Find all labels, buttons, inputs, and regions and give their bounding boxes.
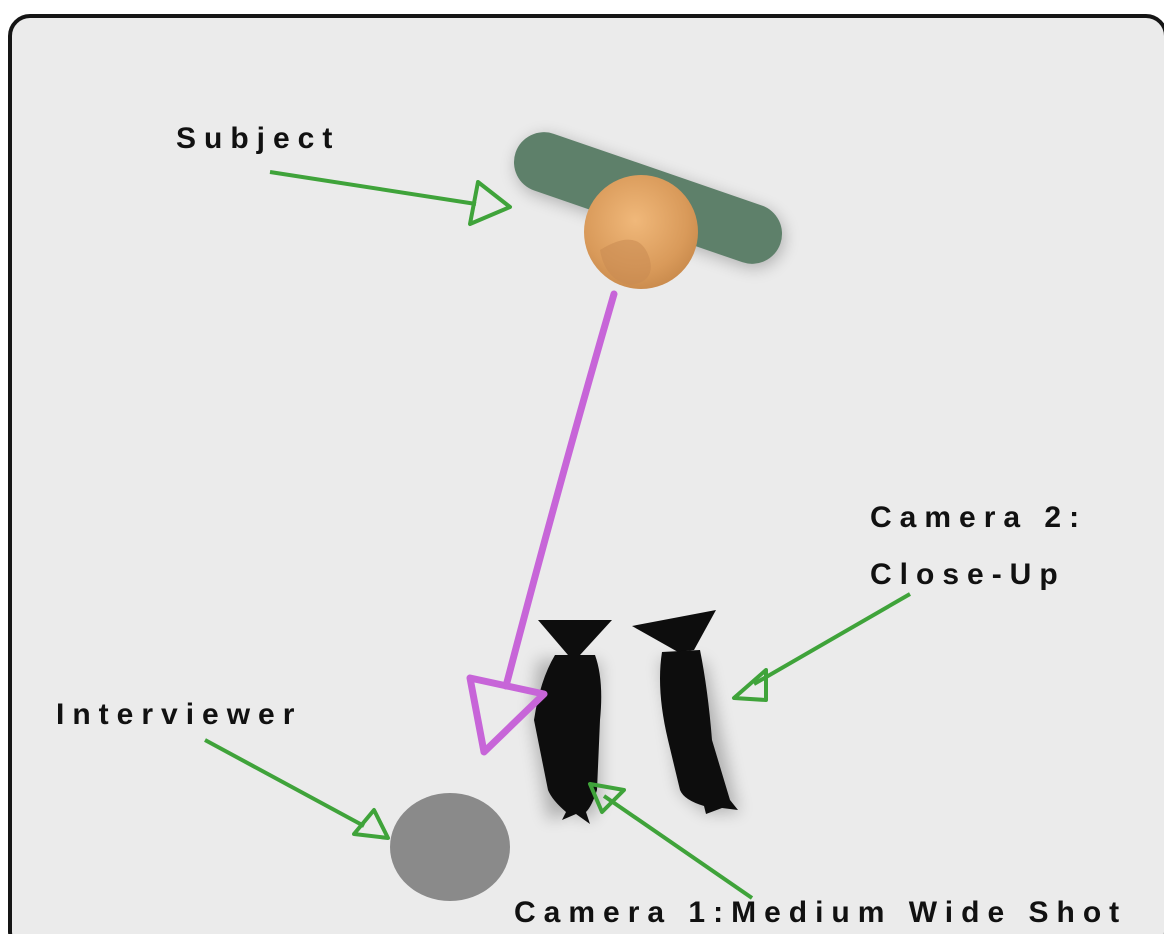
subject-label: Subject [176, 122, 341, 155]
eyeline-arrow [466, 290, 618, 756]
camera-1-body [534, 655, 602, 824]
callout-arrow-camera1 [588, 782, 754, 900]
interviewer-figure [390, 793, 510, 901]
camera-1-label: Camera 1:Medium Wide Shot [514, 896, 1128, 929]
camera-1 [532, 620, 612, 824]
callout-arrow-subject [269, 170, 512, 226]
callout-arrow-subject-shaft [269, 170, 477, 206]
camera-1-lens [538, 620, 612, 655]
camera-2-label-line1: Camera 2: [870, 501, 1088, 534]
subject-figure [513, 132, 785, 289]
camera-2-body [660, 650, 738, 814]
camera-2-lens [632, 610, 716, 652]
callout-arrowhead-camera1 [588, 782, 626, 814]
callout-arrowhead-interviewer [352, 808, 390, 840]
interviewer-label: Interviewer [56, 698, 303, 731]
callout-arrow-camera2-shaft [753, 592, 911, 686]
eyeline-arrow-shaft [502, 290, 618, 690]
camera-2 [632, 610, 740, 814]
subject-head-shade [600, 239, 651, 285]
callout-arrow-interviewer [204, 738, 390, 840]
callout-arrowhead-subject [468, 180, 512, 226]
callout-arrow-interviewer-shaft [204, 738, 365, 828]
camera-2-label-line2: Close-Up [870, 558, 1066, 591]
callout-arrowhead-camera2 [732, 668, 768, 702]
callout-arrow-camera2 [732, 592, 911, 702]
eyeline-arrowhead [466, 674, 548, 756]
callout-arrow-camera1-shaft [602, 794, 754, 900]
